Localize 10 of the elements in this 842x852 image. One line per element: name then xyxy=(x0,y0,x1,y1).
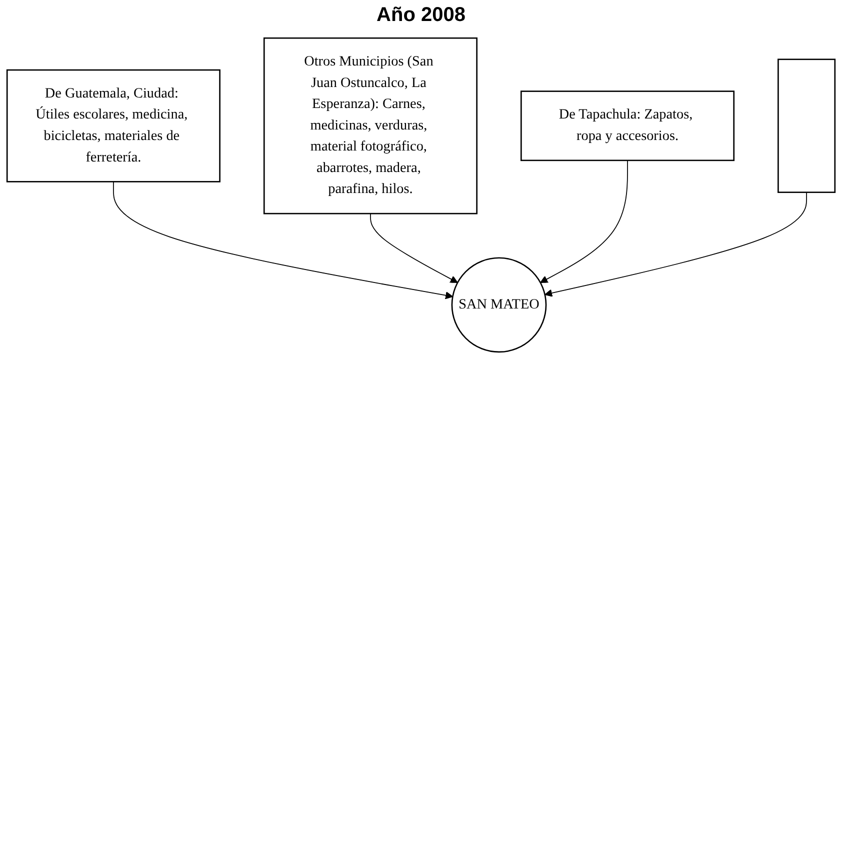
node-circle: SAN MATEO xyxy=(451,257,547,353)
diagram-title: Año 2008 xyxy=(376,4,466,27)
node-box: Otros Municipios (San Juan Ostuncalco, La Esperanza): Carnes, medicinas, verduras, material fotográfico, abarrotes, madera, parafina, hilos. xyxy=(263,37,478,214)
arrow xyxy=(540,160,628,283)
node-box: De Tapachula: Zapatos, ropa y accesorios. xyxy=(520,90,735,162)
node-box: De Guatemala, Ciudad: Útiles escolares, medicina, bicicletas, materiales de ferretería. xyxy=(6,69,220,182)
node-box xyxy=(778,58,836,193)
arrow xyxy=(370,213,458,283)
arrow xyxy=(544,192,807,297)
arrow xyxy=(113,181,454,300)
